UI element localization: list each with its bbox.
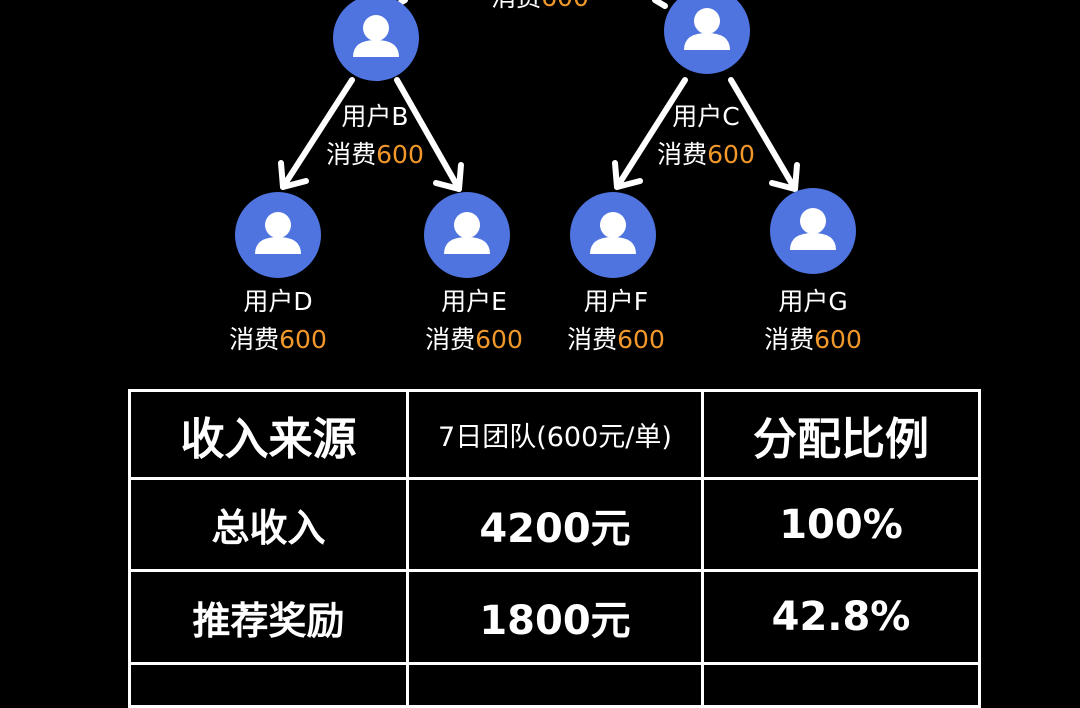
user-c-spend-prefix: 消费 <box>657 140 708 169</box>
user-b-label: 用户B 消费600 <box>300 98 450 174</box>
user-icon <box>684 8 730 50</box>
user-node-g <box>770 188 856 274</box>
arrow-b-to-e <box>394 77 464 192</box>
user-node-b <box>333 0 419 81</box>
row-label: 推荐奖励 <box>131 572 409 662</box>
user-b-name: 用户B <box>341 102 409 131</box>
user-icon <box>353 15 399 57</box>
user-g-spend-amount: 600 <box>814 325 862 354</box>
user-e-label: 用户E 消费600 <box>399 283 549 359</box>
user-node-e <box>424 192 510 278</box>
user-g-label: 用户G 消费600 <box>738 283 888 359</box>
user-g-name: 用户G <box>778 287 848 316</box>
arrow-root-to-c <box>652 0 668 9</box>
income-distribution-table: 收入来源 7日团队(600元/单) 分配比例 总收入 4200元 100% 推荐… <box>128 389 981 708</box>
user-e-name: 用户E <box>441 287 507 316</box>
row-amount: 1800元 <box>409 572 704 662</box>
user-icon <box>255 212 301 254</box>
table-row: 推荐奖励 1800元 42.8% <box>131 572 981 665</box>
row-ratio <box>704 665 981 705</box>
user-node-c <box>664 0 750 74</box>
tree-arrows <box>278 0 800 192</box>
row-amount <box>409 665 704 705</box>
root-caption: 消费600 <box>470 0 610 17</box>
row-ratio: 100% <box>704 480 981 569</box>
arrow-b-to-d <box>278 77 355 190</box>
user-icon <box>444 212 490 254</box>
row-amount: 4200元 <box>409 480 704 569</box>
arrow-c-to-g <box>728 77 800 192</box>
row-label <box>131 665 409 705</box>
root-caption-prefix: 消费 <box>491 0 541 12</box>
arrow-c-to-f <box>612 77 688 190</box>
user-e-spend-amount: 600 <box>475 325 523 354</box>
user-c-spend-amount: 600 <box>707 140 755 169</box>
root-caption-amount: 600 <box>541 0 589 12</box>
user-d-label: 用户D 消费600 <box>203 283 353 359</box>
user-c-name: 用户C <box>672 102 740 131</box>
user-icon <box>790 208 836 250</box>
referral-tree-diagram: 消费600 用户B 消费600 用户C 消费600 <box>128 0 981 708</box>
user-f-label: 用户F 消费600 <box>541 283 691 359</box>
user-node-d <box>235 192 321 278</box>
header-allocation-ratio: 分配比例 <box>704 392 981 477</box>
user-b-spend-amount: 600 <box>376 140 424 169</box>
user-f-spend-amount: 600 <box>617 325 665 354</box>
user-b-spend-prefix: 消费 <box>326 140 377 169</box>
user-d-name: 用户D <box>243 287 313 316</box>
user-g-spend-prefix: 消费 <box>764 325 815 354</box>
user-c-label: 用户C 消费600 <box>631 98 781 174</box>
table-row-partial <box>131 665 981 708</box>
header-team-period: 7日团队(600元/单) <box>409 392 704 477</box>
table-header-row: 收入来源 7日团队(600元/单) 分配比例 <box>131 392 981 480</box>
table-row: 总收入 4200元 100% <box>131 480 981 572</box>
user-d-spend-prefix: 消费 <box>229 325 280 354</box>
user-f-name: 用户F <box>583 287 649 316</box>
row-ratio: 42.8% <box>704 572 981 662</box>
user-e-spend-prefix: 消费 <box>425 325 476 354</box>
header-income-source: 收入来源 <box>131 392 409 477</box>
user-f-spend-prefix: 消费 <box>567 325 618 354</box>
user-d-spend-amount: 600 <box>279 325 327 354</box>
user-node-f <box>570 192 656 278</box>
user-icon <box>590 212 636 254</box>
row-label: 总收入 <box>131 480 409 569</box>
